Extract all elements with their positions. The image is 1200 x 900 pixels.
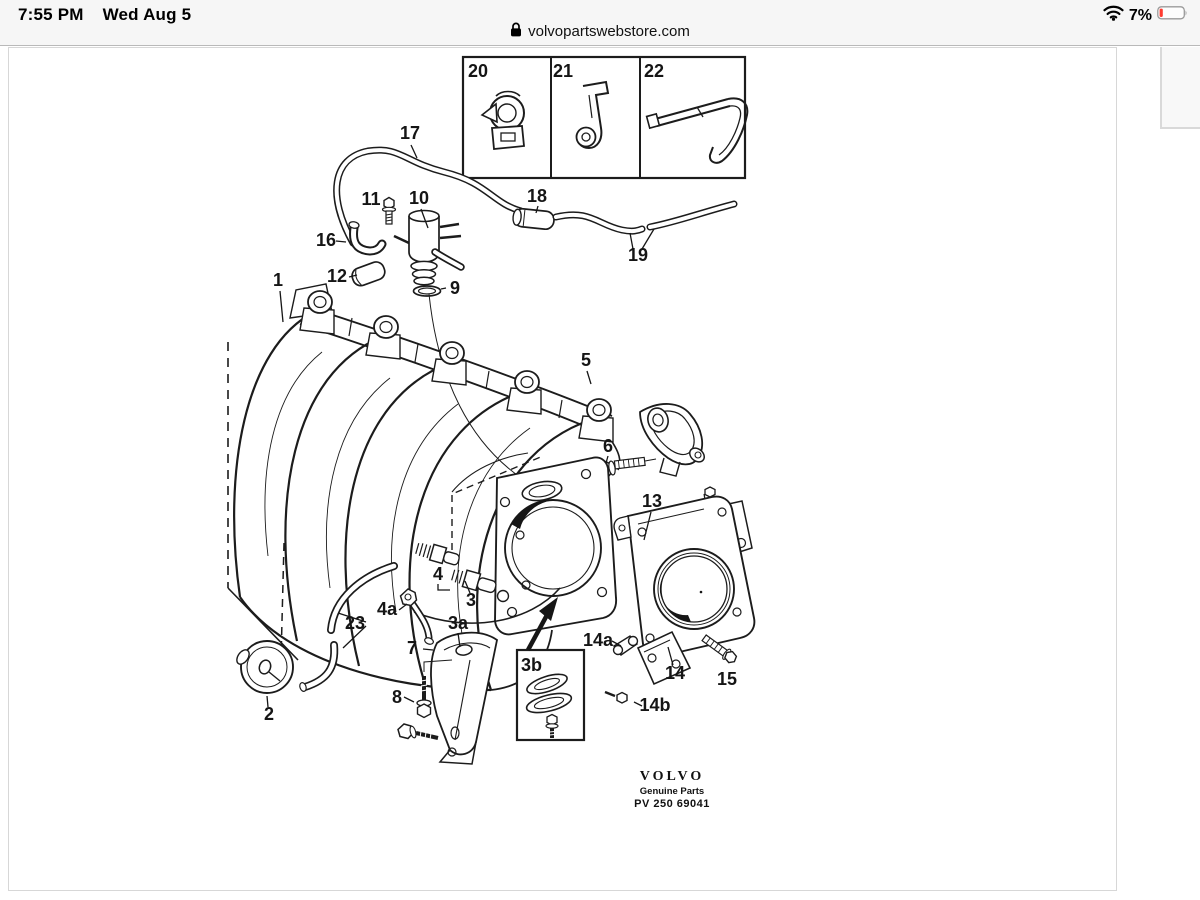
part-label-8: 8 [392, 687, 402, 707]
clip-part-20 [480, 90, 525, 150]
grommet-2 [236, 542, 294, 694]
fitting-4 [415, 543, 460, 566]
inline-connector-18 [512, 207, 555, 231]
throttle-flange-drawing [413, 452, 618, 636]
part-label-5: 5 [581, 350, 591, 370]
o-ring-9 [412, 285, 442, 297]
genuine-parts-text: Genuine Parts [639, 786, 705, 797]
bracket-7 [423, 631, 499, 765]
part-label-2: 2 [264, 704, 274, 724]
part-labels: 20 21 22 17 11 10 18 16 12 9 19 1 5 6 13… [264, 61, 737, 724]
part-label-11: 11 [361, 189, 380, 209]
part-label-14a: 14a [583, 630, 614, 650]
part-label-18: 18 [527, 186, 547, 206]
battery-percent: 7% [1128, 6, 1152, 24]
part-label-19: 19 [628, 245, 648, 265]
tps-sensor-14a [612, 635, 639, 656]
clip-part-22 [645, 97, 749, 164]
part-label-6: 6 [603, 436, 613, 456]
bolt-8-upper [416, 676, 432, 719]
vacuum-hose-19 [552, 200, 738, 235]
inset-clips-box [461, 55, 749, 180]
status-right: 7% [1103, 5, 1188, 26]
fitting-3 [451, 569, 497, 594]
elbow-hose-16 [348, 221, 387, 256]
leader-lines [266, 144, 674, 708]
bolt-8-lower [397, 723, 439, 741]
wifi-icon [1103, 5, 1124, 26]
bolt-15 [701, 634, 738, 664]
vacuum-valve-10 [393, 209, 465, 286]
gasket-kit-box-3b [515, 648, 586, 742]
manifold-end-flange [639, 403, 705, 477]
part-label-4a: 4a [377, 599, 398, 619]
battery-low-icon [1157, 6, 1188, 25]
part-label-23: 23 [345, 613, 365, 633]
banjo-fitting-4a [399, 588, 434, 645]
throttle-body-13 [613, 486, 756, 658]
part-label-13: 13 [642, 491, 662, 511]
valve-to-flange-leader [428, 293, 542, 491]
address-bar[interactable]: volvopartswebstore.com [0, 22, 1200, 42]
part-label-20: 20 [468, 61, 488, 81]
site-domain: volvopartswebstore.com [528, 23, 690, 40]
bolt-11 [381, 196, 397, 225]
part-label-14b: 14b [639, 695, 670, 715]
manifold-boss [299, 290, 335, 335]
part-label-4: 4 [433, 564, 443, 584]
part-label-3b: 3b [521, 655, 542, 675]
manifold-boss [365, 315, 401, 360]
part-label-22: 22 [644, 61, 664, 81]
pointer-arrow [526, 597, 558, 652]
browser-status-bar: 7:55 PM Wed Aug 5 7% [0, 0, 1200, 46]
intake-manifold-drawing [227, 283, 705, 692]
manifold-boss [506, 370, 542, 415]
clip-part-21 [575, 80, 610, 150]
part-label-16: 16 [316, 230, 336, 250]
manifold-boss [431, 341, 467, 386]
part-label-21: 21 [553, 61, 573, 81]
part-label-10: 10 [409, 188, 429, 208]
status-date: Wed Aug 5 [102, 5, 192, 24]
part-label-3: 3 [466, 590, 476, 610]
part-label-9: 9 [450, 278, 460, 298]
rubber-cap-12 [351, 261, 386, 287]
lock-icon [510, 22, 522, 41]
volvo-genuine-parts-logo: VOLVO Genuine Parts PV 250 69041 [610, 769, 734, 810]
secondary-panel-corner [1160, 47, 1200, 129]
bolt-14b [604, 690, 628, 704]
part-label-14: 14 [665, 663, 685, 683]
status-left: 7:55 PM Wed Aug 5 [18, 5, 191, 25]
clock-time: 7:55 PM [18, 5, 84, 24]
part-label-17: 17 [400, 123, 420, 143]
part-label-7: 7 [407, 638, 417, 658]
hose-23 [299, 562, 398, 692]
part-label-15: 15 [717, 669, 737, 689]
manifold-boss [578, 398, 614, 443]
volvo-wordmark: VOLVO [639, 769, 705, 784]
part-label-12: 12 [327, 266, 347, 286]
diagram-part-code: PV 250 69041 [634, 798, 710, 810]
part-label-3a: 3a [448, 613, 469, 633]
vacuum-hose-17 [333, 146, 525, 247]
tps-plate-14 [636, 630, 692, 686]
part-label-1: 1 [273, 270, 283, 290]
